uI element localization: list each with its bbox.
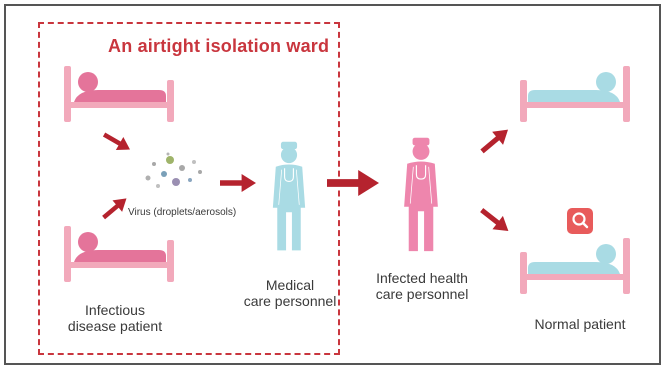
isolation-ward-boundary: [38, 22, 340, 355]
normal-patient-bed-bottom: [520, 238, 630, 298]
infected-personnel-figure: [398, 120, 444, 275]
normal-patient-label: Normal patient: [534, 316, 626, 332]
infected-patient-bed-top: [64, 66, 174, 126]
arrow-medical-to-infected: [327, 170, 379, 196]
medical-personnel-label-line2: care personnel: [243, 293, 337, 309]
infected-personnel-label-line2: care personnel: [375, 286, 469, 302]
normal-patient-bed-top: [520, 66, 630, 126]
infectious-patient-label-line1: Infectious: [85, 302, 145, 318]
arrow-virus-to-medical: [220, 174, 256, 192]
medical-personnel-figure: [267, 124, 311, 274]
infected-patient-bed-bottom: [64, 226, 174, 286]
virus-label: Virus (droplets/aerosols): [128, 207, 237, 218]
medical-personnel-label-line1: Medical: [265, 277, 315, 293]
infectious-patient-label-line2: disease patient: [67, 318, 163, 334]
ward-title: An airtight isolation ward: [108, 36, 330, 56]
search-icon: [567, 208, 593, 234]
virus-particles-icon: [145, 152, 202, 188]
infected-personnel-label-line1: Infected health: [376, 270, 468, 286]
